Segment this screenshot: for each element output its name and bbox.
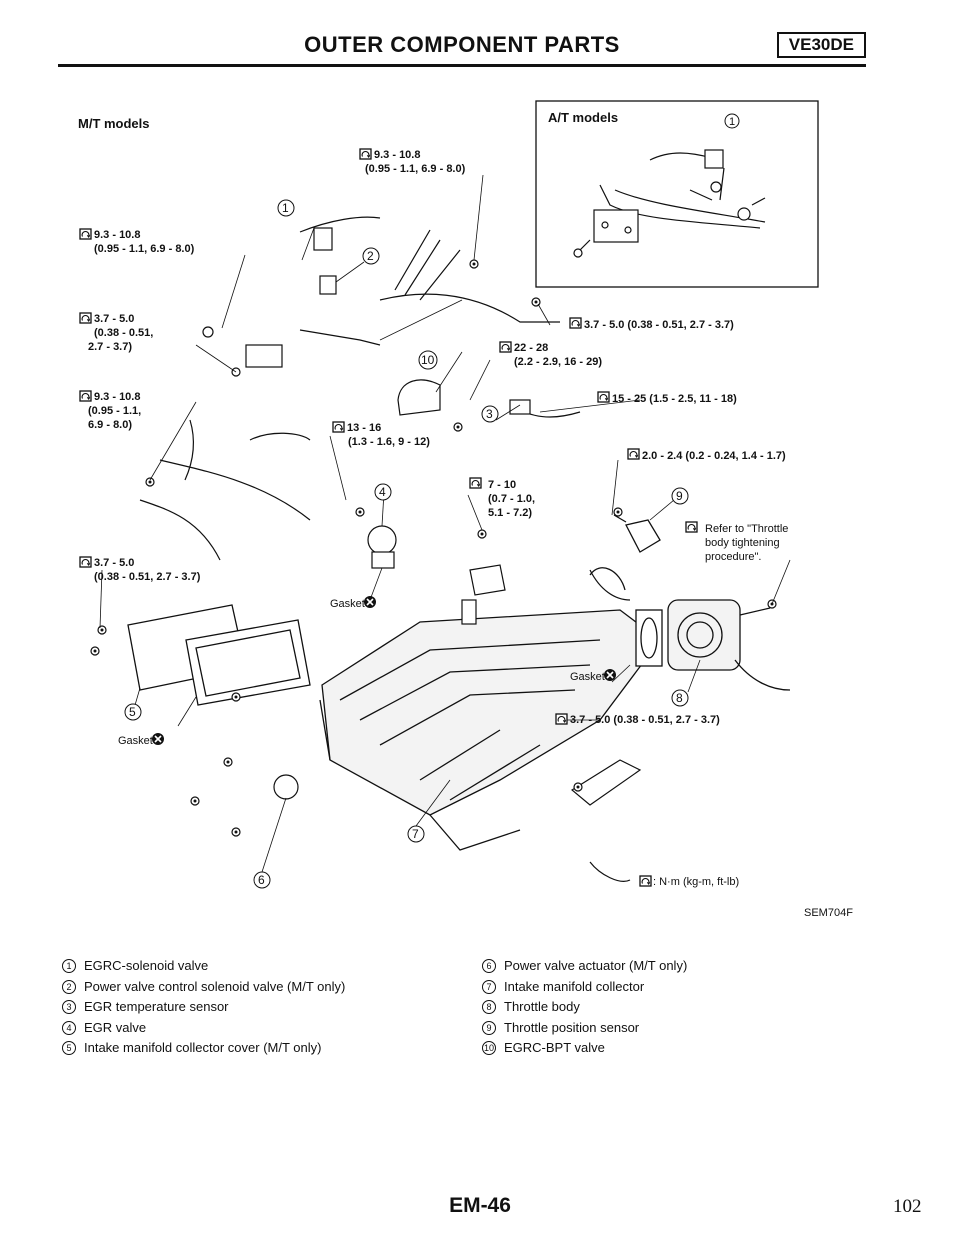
small-components-drawing [202,227,642,882]
callout-7: 7 [407,825,425,843]
svg-text:(0.38 - 0.51,: (0.38 - 0.51, [94,327,153,339]
at-harness-drawing [573,149,766,258]
svg-text:10: 10 [421,353,435,367]
callout-4: 4 [374,483,392,501]
svg-text:(0.95 - 1.1, 6.9 - 8.0): (0.95 - 1.1, 6.9 - 8.0) [365,163,466,175]
page-number: 102 [893,1196,922,1217]
figure-code: SEM704F [804,907,853,919]
svg-text:Gasket: Gasket [330,598,365,610]
at-models-title: A/T models [548,110,618,125]
at-models-inset [535,100,819,288]
svg-text:(1.3 - 1.6, 9 - 12): (1.3 - 1.6, 9 - 12) [348,436,430,448]
gasket-label-throttle: Gasket [570,668,617,683]
svg-text:procedure".: procedure". [705,551,762,563]
torque-spec-3: 3.7 - 5.0 (0.38 - 0.51, 2.7 - 3.7) [79,312,153,353]
svg-text:3.7 - 5.0 (0.38 - 0.51, 2.7 -: 3.7 - 5.0 (0.38 - 0.51, 2.7 - 3.7) [584,319,734,331]
gasket-label-egr: Gasket [330,595,377,610]
svg-text:5.1 - 7.2): 5.1 - 7.2) [488,507,532,519]
unit-note: : N·m (kg-m, ft-lb) [639,875,739,888]
svg-text:8: 8 [676,691,683,705]
svg-text:7: 7 [412,827,419,841]
svg-text:3.7 - 5.0: 3.7 - 5.0 [94,557,134,569]
throttle-tightening-note: Refer to "Throttle body tightening proce… [685,521,788,563]
callout-8: 8 [671,689,689,707]
svg-text:15 - 25 (1.5 - 2.5, 11 - 18): 15 - 25 (1.5 - 2.5, 11 - 18) [612,393,737,405]
callout-5: 5 [124,703,142,721]
svg-text:2: 2 [367,249,374,263]
mt-models-title: M/T models [78,116,150,131]
page-code: EM-46 [449,1194,511,1217]
svg-text:1: 1 [729,116,735,128]
torque-spec-8: 15 - 25 (1.5 - 2.5, 11 - 18) [597,391,737,405]
svg-text:body tightening: body tightening [705,537,780,549]
torque-spec-4: 9.3 - 10.8 (0.95 - 1.1, 6.9 - 8.0) [79,390,141,431]
callout-2: 2 [362,247,380,265]
component-diagram: M/T models A/T models 1 [78,100,853,919]
svg-text:: N·m (kg-m, ft-lb): : N·m (kg-m, ft-lb) [653,876,739,888]
svg-text:4: 4 [379,485,386,499]
callout-6: 6 [253,871,271,889]
torque-spec-2: 9.3 - 10.8 (0.95 - 1.1, 6.9 - 8.0) [79,228,195,255]
svg-text:2.0 - 2.4 (0.2 - 0.24, 1.4 - 1: 2.0 - 2.4 (0.2 - 0.24, 1.4 - 1.7) [642,450,786,462]
svg-text:1: 1 [282,201,289,215]
callout-9: 9 [671,487,689,505]
svg-text:3.7 - 5.0 (0.38 - 0.51, 2.7 -: 3.7 - 5.0 (0.38 - 0.51, 2.7 - 3.7) [570,714,720,726]
torque-spec-10: 2.0 - 2.4 (0.2 - 0.24, 1.4 - 1.7) [627,448,786,462]
svg-text:3: 3 [486,407,493,421]
svg-text:9: 9 [676,489,683,503]
svg-text:9.3 - 10.8: 9.3 - 10.8 [94,391,140,403]
torque-spec-6: 3.7 - 5.0 (0.38 - 0.51, 2.7 - 3.7) [569,317,734,331]
torque-spec-5: 3.7 - 5.0 (0.38 - 0.51, 2.7 - 3.7) [79,556,201,583]
throttle-position-sensor-drawing [613,514,661,553]
svg-text:7 - 10: 7 - 10 [488,479,516,491]
torque-spec-11: 7 - 10 (0.7 - 1.0, 5.1 - 7.2) [469,477,535,519]
intake-manifold-collector-drawing [319,609,661,851]
svg-text:9.3 - 10.8: 9.3 - 10.8 [94,229,140,241]
throttle-body-drawing [589,567,791,691]
svg-text:Gasket: Gasket [118,735,153,747]
svg-text:13 - 16: 13 - 16 [347,422,381,434]
gasket-label-cover: Gasket [118,732,165,747]
torque-spec-12: 3.7 - 5.0 (0.38 - 0.51, 2.7 - 3.7) [555,713,720,726]
torque-spec-1: 9.3 - 10.8 (0.95 - 1.1, 6.9 - 8.0) [359,148,466,175]
at-callout-1: 1 [724,113,740,129]
svg-text:(0.7 - 1.0,: (0.7 - 1.0, [488,493,535,505]
torque-spec-9: 13 - 16 (1.3 - 1.6, 9 - 12) [332,421,430,448]
svg-text:Gasket: Gasket [570,671,605,683]
callout-1: 1 [277,199,295,217]
svg-text:22 - 28: 22 - 28 [514,342,548,354]
svg-text:Refer to "Throttle: Refer to "Throttle [705,523,788,535]
page-header: OUTER COMPONENT PARTS VE30DE [58,30,866,64]
engine-code-badge: VE30DE [776,32,866,58]
svg-text:5: 5 [129,705,136,719]
page-title: OUTER COMPONENT PARTS [304,32,620,57]
svg-text:(2.2 - 2.9, 16 - 29): (2.2 - 2.9, 16 - 29) [514,356,602,368]
svg-text:6: 6 [258,873,265,887]
svg-text:9.3 - 10.8: 9.3 - 10.8 [374,149,420,161]
svg-text:(0.95 - 1.1,: (0.95 - 1.1, [88,405,141,417]
svg-text:(0.38 - 0.51, 2.7 - 3.7): (0.38 - 0.51, 2.7 - 3.7) [94,571,201,583]
torque-spec-7: 22 - 28 (2.2 - 2.9, 16 - 29) [499,341,602,368]
svg-text:(0.95 - 1.1, 6.9 - 8.0): (0.95 - 1.1, 6.9 - 8.0) [94,243,195,255]
callout-3: 3 [481,405,499,423]
header-rule [58,64,866,67]
callout-10: 10 [418,350,438,370]
collector-cover-drawing [127,604,311,706]
svg-text:6.9 - 8.0): 6.9 - 8.0) [88,419,132,431]
svg-text:3.7 - 5.0: 3.7 - 5.0 [94,313,134,325]
svg-text:2.7 - 3.7): 2.7 - 3.7) [88,341,132,353]
